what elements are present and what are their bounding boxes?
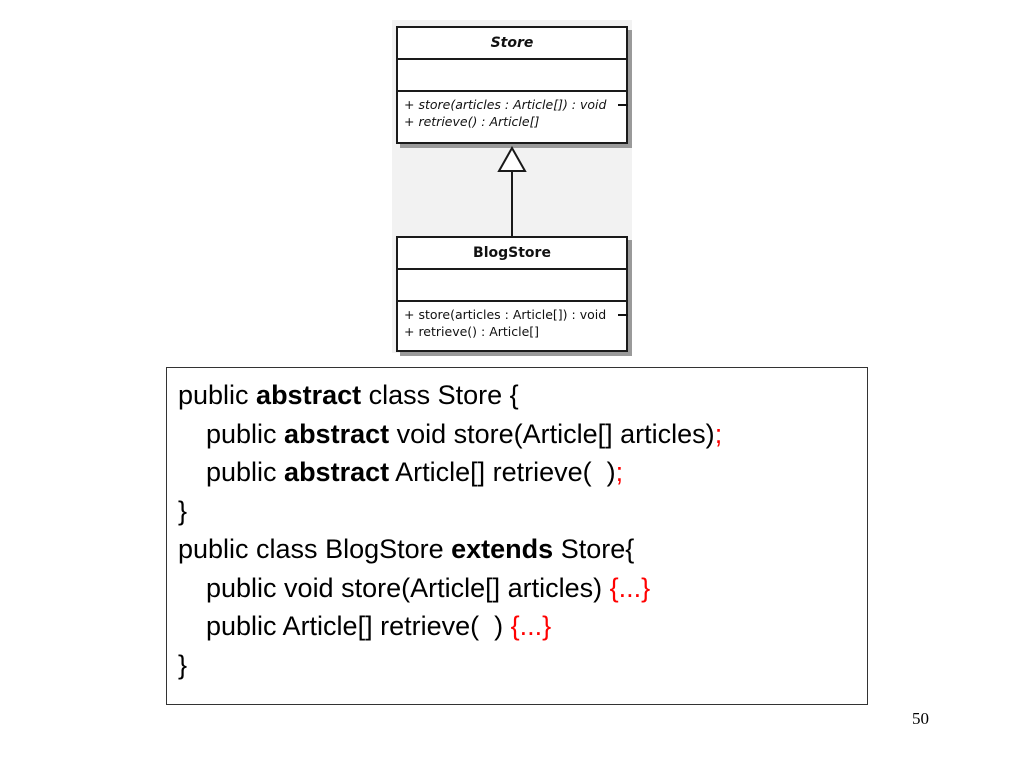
code-line: public abstract class Store { <box>178 380 519 410</box>
uml-operation: + store(articles : Article[]) : void <box>404 97 607 112</box>
uml-class-name: BlogStore <box>398 238 626 270</box>
keyword: extends <box>451 534 554 564</box>
code-line: } <box>178 495 188 526</box>
highlight: {...} <box>609 572 651 603</box>
inheritance-arrow <box>497 145 527 238</box>
keyword: abstract <box>284 457 390 487</box>
generalization-triangle-icon <box>497 145 527 172</box>
uml-attributes-compartment <box>398 270 626 302</box>
code-line: public abstract void store(Article[] art… <box>206 418 723 449</box>
highlight: {...} <box>510 611 552 641</box>
uml-operation: + store(articles : Article[]) : void <box>404 307 607 322</box>
slide-number: 50 <box>912 709 929 728</box>
uml-operation: + retrieve() : Article[] <box>404 324 540 339</box>
code-line: public abstract Article[] retrieve( ); <box>206 457 624 487</box>
uml-operation: + retrieve() : Article[] <box>404 114 540 129</box>
uml-operations-compartment: + store(articles : Article[]) : void + r… <box>398 92 628 130</box>
uml-class-name: Store <box>398 28 626 60</box>
code-line: public void store(Article[] articles) {.… <box>206 572 651 603</box>
keyword: abstract <box>284 418 390 449</box>
operation-dash <box>618 104 628 106</box>
uml-class-diagram: Store + store(articles : Article[]) : vo… <box>392 20 632 353</box>
highlight: ; <box>714 418 723 449</box>
uml-operations-compartment: + store(articles : Article[]) : void + r… <box>398 302 628 340</box>
code-line: public Article[] retrieve( ) {...} <box>206 611 552 641</box>
keyword: abstract <box>256 380 362 410</box>
highlight: ; <box>615 457 624 487</box>
uml-attributes-compartment <box>398 60 626 92</box>
uml-class-blogstore: BlogStore + store(articles : Article[]) … <box>396 236 628 352</box>
code-line: public class BlogStore extends Store{ <box>178 534 635 564</box>
operation-dash <box>618 314 628 316</box>
code-line: } <box>178 649 188 680</box>
uml-class-store: Store + store(articles : Article[]) : vo… <box>396 26 628 144</box>
code-listing: public abstract class Store { public abs… <box>166 367 868 705</box>
